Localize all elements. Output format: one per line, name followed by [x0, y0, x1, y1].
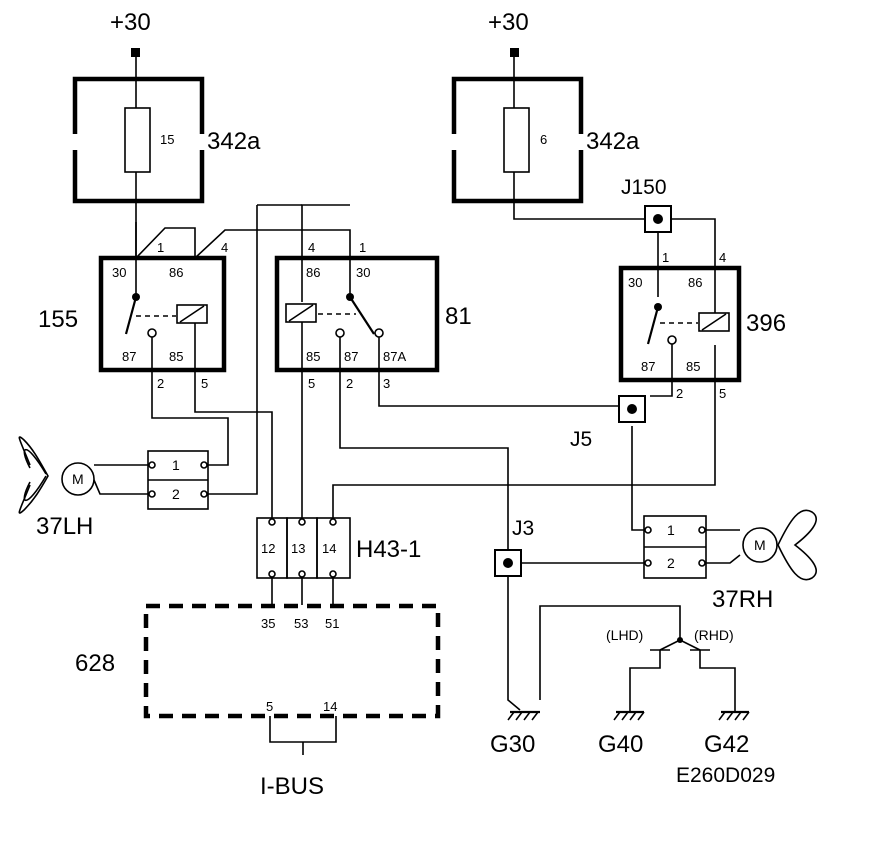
fuse-number-right: 6	[540, 132, 547, 147]
ground-g42: G42	[704, 710, 750, 758]
connector-h43-1: 12 13 14 H43-1	[256, 517, 421, 579]
fuse-15	[124, 107, 151, 173]
module-628-pin-14: 14	[323, 699, 337, 714]
fuse-6	[503, 107, 530, 173]
relay-155-pin-2: 2	[157, 376, 164, 391]
supply-right: +30	[488, 9, 529, 57]
fan-right-motor-label: M	[754, 537, 766, 553]
relay-396-pin-1: 1	[662, 250, 669, 265]
relay-155-pin-5: 5	[201, 376, 208, 391]
relay-396-label: 396	[746, 310, 786, 337]
relay-155-pin-4: 4	[221, 240, 228, 255]
relay-396-pin-86: 86	[688, 275, 702, 290]
fan-right-pin-2: 2	[667, 555, 675, 571]
fuse-box-right: 6 342a	[451, 76, 640, 204]
module-628-pin-5: 5	[266, 699, 273, 714]
module-628-pin-53: 53	[294, 616, 308, 631]
relay-81-pin-30: 30	[356, 265, 370, 280]
relay-396-pin-85: 85	[686, 359, 700, 374]
fan-left-pin-1: 1	[172, 457, 180, 473]
fan-left-label: 37LH	[36, 513, 93, 540]
h43-pin-13: 13	[291, 541, 305, 556]
relay-155-pin-86: 86	[169, 265, 183, 280]
fuse-box-right-label: 342a	[586, 128, 640, 155]
relay-81-pin-87: 87	[344, 349, 358, 364]
relay-81-pin-1: 1	[359, 240, 366, 255]
h43-pin-12: 12	[261, 541, 275, 556]
fuse-box-left-label: 342a	[207, 128, 261, 155]
relay-81-pin-86: 86	[306, 265, 320, 280]
relay-155-pin-87: 87	[122, 349, 136, 364]
fan-left-motor-label: M	[72, 471, 84, 487]
relay-155-pin-1: 1	[157, 240, 164, 255]
variant-switch: (LHD) (RHD)	[606, 627, 734, 651]
relay-155-pin-30: 30	[112, 265, 126, 280]
relay-396-pin-2: 2	[676, 386, 683, 401]
relay-81: 4 1 86 30 85 87 87A 5 2 3 81	[274, 240, 472, 391]
relay-81-pin-5: 5	[308, 376, 315, 391]
relay-396-pin-30: 30	[628, 275, 642, 290]
fan-left-pin-2: 2	[172, 486, 180, 502]
junction-j150: J150	[621, 176, 672, 233]
relay-81-pin-87a: 87A	[383, 349, 406, 364]
relay-155-pin-85: 85	[169, 349, 183, 364]
ground-g40: G40	[598, 710, 645, 758]
wires	[93, 57, 741, 755]
relay-155-label: 155	[38, 306, 78, 333]
variant-lhd-label: (LHD)	[606, 627, 643, 643]
module-628-pin-51: 51	[325, 616, 339, 631]
supply-left-label: +30	[110, 9, 151, 36]
relay-396-pin-4: 4	[719, 250, 726, 265]
ground-g40-label: G40	[598, 731, 643, 758]
module-628-pin-35: 35	[261, 616, 275, 631]
relay-81-label: 81	[445, 303, 472, 330]
fuse-number-left: 15	[160, 132, 174, 147]
variant-rhd-label: (RHD)	[694, 627, 734, 643]
ground-g30-label: G30	[490, 731, 535, 758]
relay-155: 1 4 30 86 87 85 2 5 155	[38, 240, 228, 391]
fuse-box-left: 15 342a	[72, 76, 261, 204]
ground-g30: G30	[490, 710, 540, 758]
h43-pin-14: 14	[322, 541, 336, 556]
ibus-label: I-BUS	[260, 773, 324, 800]
junction-j5-label: J5	[570, 428, 592, 451]
supply-left: +30	[110, 9, 151, 57]
junction-j3-label: J3	[512, 517, 534, 540]
relay-396-pin-5: 5	[719, 386, 726, 401]
fan-right-pin-1: 1	[667, 522, 675, 538]
ground-g42-label: G42	[704, 731, 749, 758]
junction-j3: J3	[494, 517, 534, 577]
module-628: 35 53 51 5 14 628	[75, 603, 441, 719]
relay-81-pin-4: 4	[308, 240, 315, 255]
supply-right-label: +30	[488, 9, 529, 36]
module-628-label: 628	[75, 650, 115, 677]
relay-81-pin-85: 85	[306, 349, 320, 364]
fan-right: 1 2 M 37RH	[643, 509, 818, 613]
relay-396-pin-87: 87	[641, 359, 655, 374]
h43-label: H43-1	[356, 536, 421, 563]
junction-j150-label: J150	[621, 176, 667, 199]
fan-left: M 1 2 37LH	[18, 436, 209, 540]
diagram-code: E260D029	[676, 764, 775, 787]
relay-81-pin-3: 3	[383, 376, 390, 391]
relay-396: 1 4 30 86 87 85 2 5 396	[618, 250, 786, 401]
junction-j5: J5	[570, 395, 646, 451]
fan-right-label: 37RH	[712, 586, 773, 613]
relay-81-pin-2: 2	[346, 376, 353, 391]
